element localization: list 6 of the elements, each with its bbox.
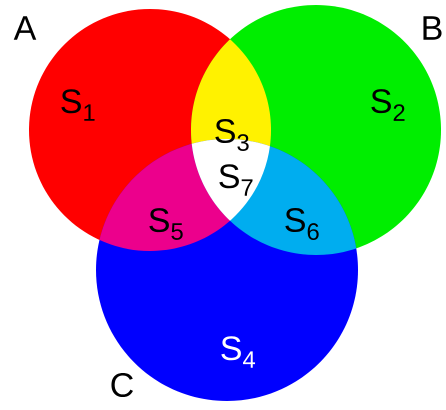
- region-label: S$_{6}$: [285, 208, 319, 240]
- region-label: S$_{7}$: [219, 164, 253, 196]
- region-label: S$_{1}$: [61, 89, 95, 121]
- region-label: S$_{4}$: [221, 336, 256, 368]
- region-label: S$_{5}$: [149, 208, 183, 240]
- region-label: S$_{2}$: [371, 89, 405, 121]
